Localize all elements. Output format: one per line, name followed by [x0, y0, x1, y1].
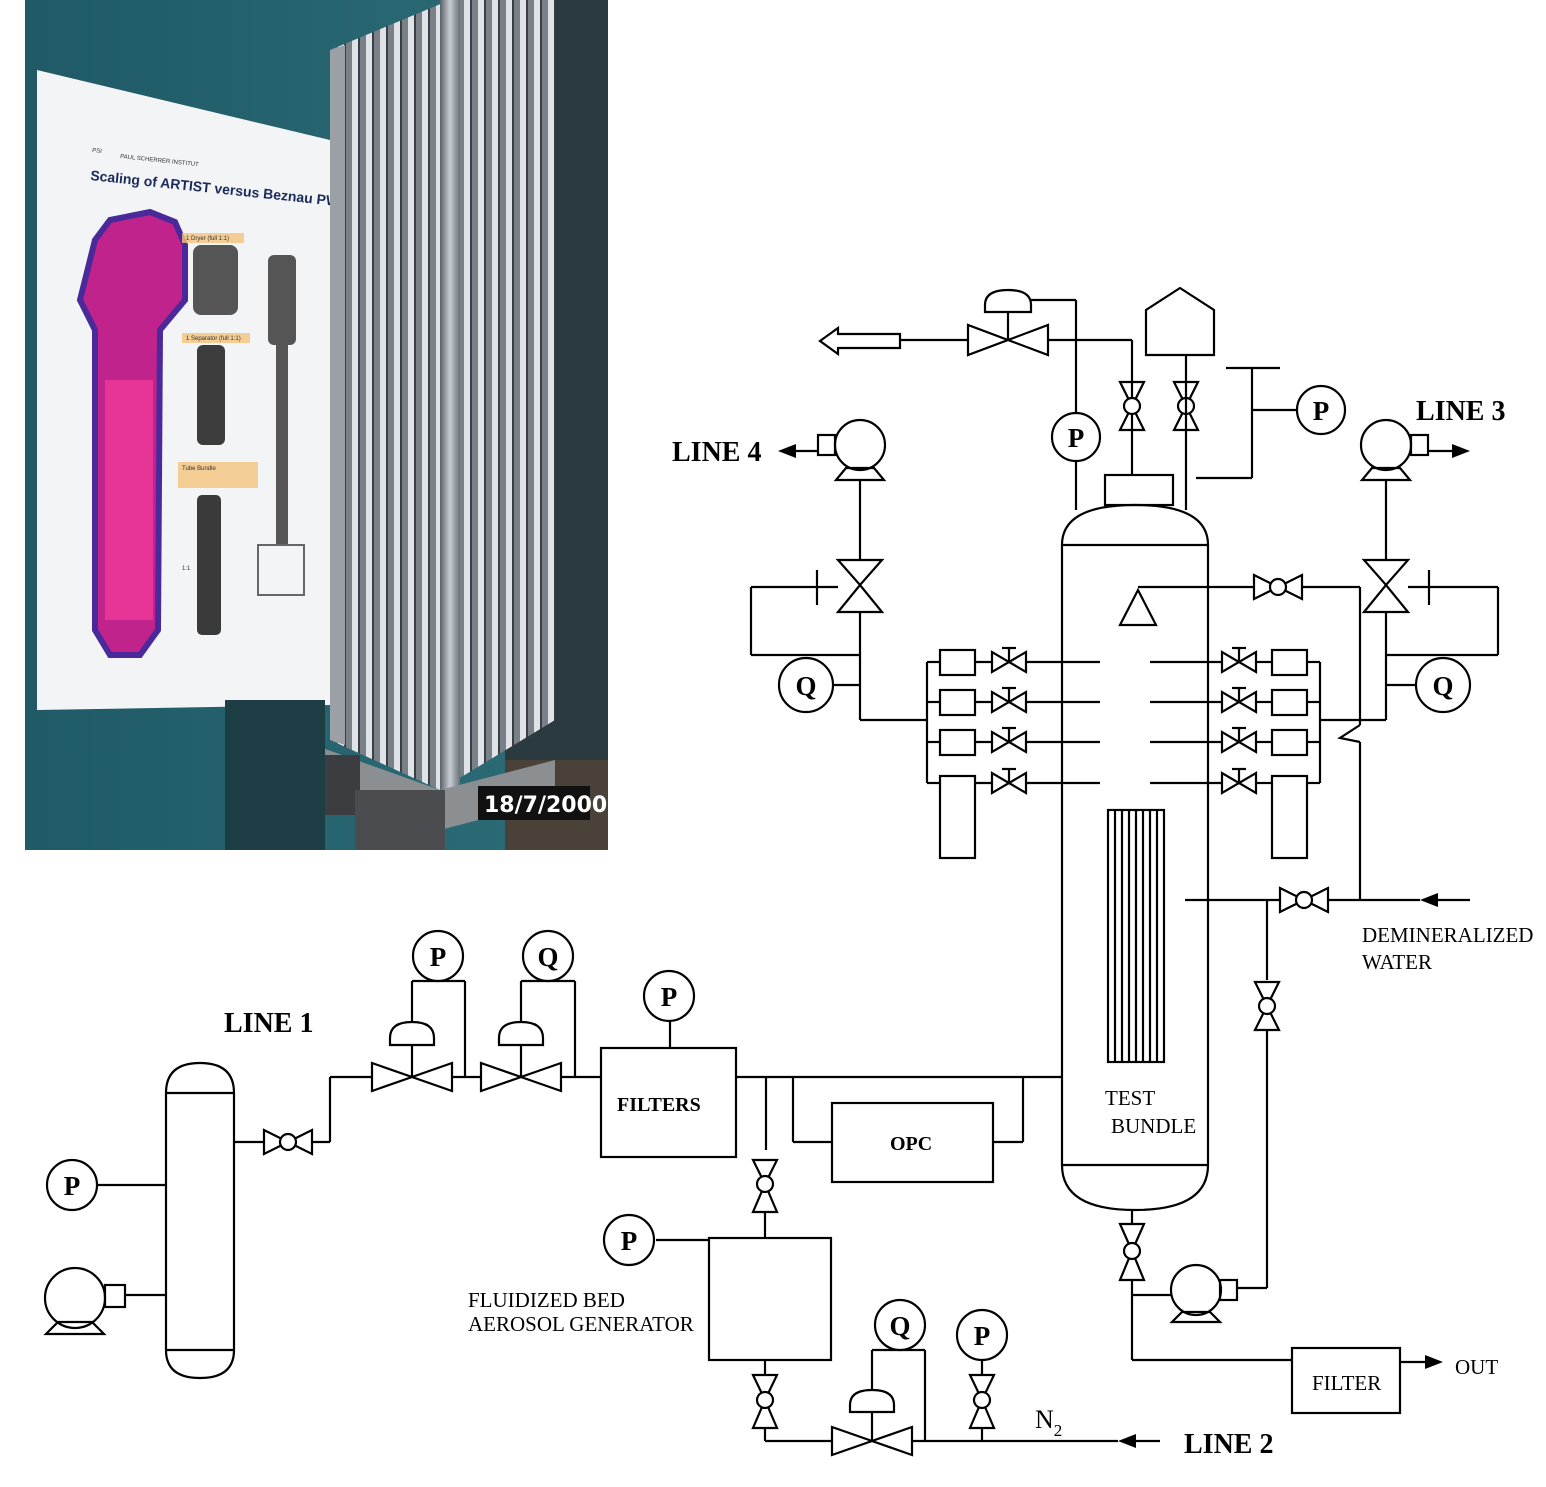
line4-label: LINE 4: [672, 437, 761, 468]
aerosol-generator-label-2: AEROSOL GENERATOR: [468, 1312, 694, 1336]
recirculation-pump[interactable]: [1169, 1263, 1239, 1324]
right-sample-port-1[interactable]: [1150, 646, 1320, 677]
line2-flow-control-valve[interactable]: [830, 1388, 914, 1457]
test-vessel: [1060, 503, 1210, 1212]
svg-text:P: P: [430, 942, 447, 972]
line4-pump[interactable]: [816, 418, 887, 482]
exhaust-arrow: [818, 325, 902, 357]
flow-gauge-line4[interactable]: Q: [777, 656, 835, 714]
line3-pump[interactable]: [1359, 418, 1430, 482]
vessel-drain-valve[interactable]: [1118, 1222, 1146, 1282]
svg-text:P: P: [64, 1171, 81, 1201]
line1-pump[interactable]: [43, 1266, 127, 1336]
line1-label: LINE 1: [224, 1008, 313, 1039]
poster-callout-tube-bundle: Tube Bundle: [182, 466, 216, 472]
top-tank: [1144, 286, 1216, 357]
svg-text:P: P: [621, 1226, 638, 1256]
demin-drain-valve[interactable]: [1253, 980, 1281, 1032]
line3-label: LINE 3: [1416, 396, 1505, 427]
aerosol-generator-label-1: FLUIDIZED BED: [468, 1288, 625, 1312]
generator-inlet-valve[interactable]: [751, 1158, 779, 1214]
artist-model: [268, 255, 296, 345]
flow-gauge-line2[interactable]: Q: [873, 1298, 927, 1352]
poster-logo: PSI: [92, 148, 103, 155]
svg-text:P: P: [974, 1321, 991, 1351]
line1-flow-control-valve[interactable]: [479, 1020, 563, 1093]
tube-bundle-component: [197, 495, 221, 635]
filter-label: FILTER: [1312, 1371, 1381, 1395]
spray-nozzle: [1118, 587, 1158, 627]
line4-arrow: [778, 444, 796, 458]
spray-valve[interactable]: [1252, 573, 1304, 601]
out-arrow: [1425, 1355, 1443, 1369]
left-sample-port-1[interactable]: [927, 646, 1100, 677]
test-bundle-tubes: [1106, 808, 1166, 1064]
demin-water-valve[interactable]: [1278, 886, 1330, 914]
right-sample-port-4[interactable]: [1150, 767, 1320, 860]
poster-callout-dryer: 1 Dryer (full 1:1): [186, 236, 229, 242]
photo-date-stamp: 18/7/2000: [484, 793, 607, 818]
filters-box: [599, 1046, 738, 1159]
line3-arrow: [1452, 444, 1470, 458]
demin-water-arrow: [1420, 893, 1438, 907]
pressure-gauge-line1-control[interactable]: P: [411, 929, 465, 983]
left-sample-port-2[interactable]: [927, 686, 1100, 717]
generator-outlet-valve[interactable]: [751, 1373, 779, 1430]
svg-text:Q: Q: [1432, 671, 1453, 701]
left-sample-port-3[interactable]: [927, 726, 1100, 757]
poster-callout-scale: 1:1: [182, 566, 191, 572]
n2-label: N2: [1035, 1405, 1062, 1440]
out-label: OUT: [1455, 1355, 1498, 1379]
aerosol-generator: [707, 1236, 833, 1362]
svg-text:P: P: [661, 982, 678, 1012]
poster-callout-separator: 1 Separator (full 1:1): [186, 336, 241, 342]
line3-valve[interactable]: [1361, 558, 1411, 614]
pressure-gauge-line2[interactable]: P: [955, 1308, 1009, 1362]
svg-text:Q: Q: [795, 671, 816, 701]
left-sample-port-4[interactable]: [927, 767, 1100, 860]
separator-component: [197, 345, 225, 445]
flow-schematic: P P Q Q P Q P P: [43, 286, 1533, 1460]
facility-photo: Scaling of ARTIST versus Beznau PWR-SG P…: [25, 0, 608, 850]
line2-label: LINE 2: [1184, 1429, 1273, 1460]
svg-text:P: P: [1313, 396, 1330, 426]
opc-label: OPC: [890, 1133, 932, 1155]
right-sample-port-2[interactable]: [1150, 686, 1320, 717]
line2-isolation-valve[interactable]: [968, 1373, 996, 1430]
outlet-filter: [1290, 1346, 1402, 1415]
dryer-component: [193, 245, 238, 315]
line1-vessel: [164, 1061, 236, 1380]
svg-text:Q: Q: [537, 942, 558, 972]
flow-gauge-line1-control[interactable]: Q: [521, 929, 575, 983]
test-bundle-label-1: TEST: [1105, 1086, 1155, 1110]
line2-arrow: [1118, 1434, 1136, 1448]
top-valve-left[interactable]: [1118, 380, 1146, 432]
flow-gauge-line3[interactable]: Q: [1414, 656, 1472, 714]
pressure-gauge-top-right[interactable]: P: [1295, 384, 1347, 436]
line4-valve[interactable]: [835, 558, 885, 614]
pressure-gauge-generator[interactable]: P: [602, 1213, 656, 1267]
filters-label: FILTERS: [617, 1094, 701, 1116]
demin-water-label-1: DEMINERALIZED: [1362, 923, 1533, 947]
svg-text:P: P: [1068, 423, 1085, 453]
pressure-gauge-top[interactable]: P: [1050, 411, 1102, 463]
line1-pressure-control-valve[interactable]: [370, 1020, 454, 1093]
right-sample-port-3[interactable]: [1150, 726, 1320, 757]
pressure-gauge-line1-vessel[interactable]: P: [45, 1158, 99, 1212]
pressure-gauge-filters[interactable]: P: [642, 969, 696, 1023]
line1-isolation-valve[interactable]: [262, 1128, 314, 1156]
test-bundle-label-2: BUNDLE: [1111, 1114, 1196, 1138]
svg-text:Q: Q: [889, 1311, 910, 1341]
demin-water-label-2: WATER: [1362, 950, 1432, 974]
